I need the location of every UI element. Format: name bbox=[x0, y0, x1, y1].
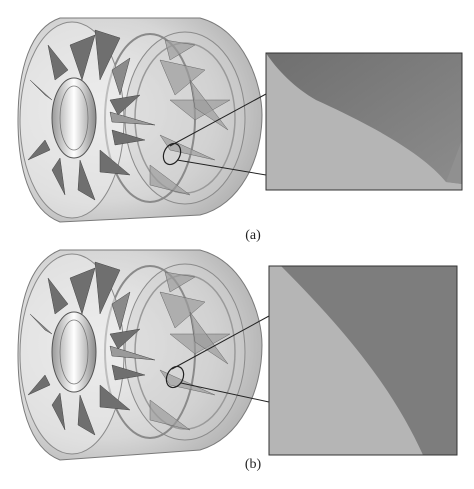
panel-b-rear-ring bbox=[124, 263, 246, 441]
panel-b-highlight-ellipse bbox=[165, 365, 185, 389]
panel-a-fan-blades bbox=[27, 29, 156, 201]
panel-b-zoom-dark-region bbox=[281, 266, 457, 455]
panel-a-highlight-ellipse bbox=[162, 142, 182, 166]
panel-b-hub bbox=[51, 311, 97, 393]
panel-a-hub bbox=[51, 77, 97, 159]
panel-b-leader-line-top bbox=[171, 315, 270, 370]
panel-b-zoom-inset bbox=[268, 265, 458, 456]
panel-a-leader-line-bottom bbox=[176, 159, 267, 176]
panel-a-rear-ring bbox=[124, 31, 246, 205]
panel-a-zoom-frame bbox=[265, 52, 463, 191]
panel-a-zoom-tip bbox=[446, 140, 462, 184]
panel-b-stator-vanes bbox=[149, 271, 231, 431]
panel-a-caption: (a) bbox=[245, 228, 261, 243]
panel-b-engine-model bbox=[17, 249, 263, 461]
panel-b-fan-blades bbox=[27, 261, 156, 436]
panel-b-hub-rim bbox=[59, 319, 89, 385]
panel-b-caption: (b) bbox=[244, 457, 262, 472]
panel-b-zoom-frame bbox=[268, 265, 458, 456]
panel-a-engine-model bbox=[17, 17, 263, 223]
panel-a-zoom-inset bbox=[265, 52, 463, 191]
panel-b bbox=[17, 249, 458, 461]
panel-a-hub-rim bbox=[59, 85, 89, 151]
panel-a bbox=[17, 17, 463, 223]
panel-b-leader-line-bottom bbox=[180, 382, 270, 403]
panel-a-stator-vanes bbox=[149, 39, 231, 196]
panel-a-zoom-dark-region bbox=[266, 53, 462, 184]
panel-a-leader-line-top bbox=[169, 93, 267, 147]
